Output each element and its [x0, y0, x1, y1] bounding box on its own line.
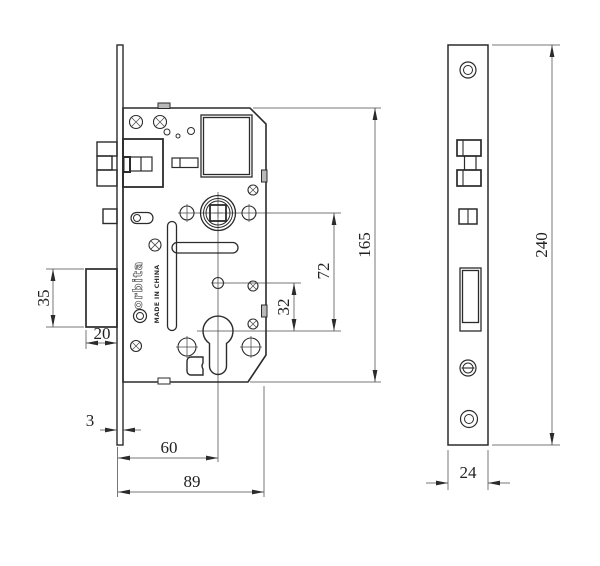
- fixing-screw-top-1: [128, 114, 144, 130]
- brand-text: orbita: [130, 261, 145, 309]
- origin-text: MADE IN CHINA: [154, 265, 161, 324]
- brand-stamp: orbita MADE IN CHINA: [130, 260, 161, 324]
- deadbolt-side: [85, 268, 118, 328]
- right-edge-tab-upper: [261, 169, 268, 183]
- latch-bolt-side: [96, 141, 118, 187]
- screw-boss-right-of-follower: [241, 204, 257, 222]
- screw-hole-bottom: [459, 409, 479, 429]
- top-edge-tab: [157, 102, 171, 109]
- cylinder-bracket: [186, 356, 204, 376]
- latch-bolt-front: [456, 139, 482, 187]
- t-guide-slot: [166, 220, 239, 332]
- deadbolt-opening-front: [459, 267, 482, 332]
- dim-label-backset: 60: [161, 438, 178, 457]
- brand-logo-icon: [132, 308, 148, 324]
- spindle-follower: [199, 194, 237, 232]
- dim-label-faceplate-width: 24: [460, 463, 478, 482]
- bottom-edge-tab: [157, 377, 171, 385]
- fixing-screw-right-lower: [247, 318, 259, 330]
- dim-label-faceplate-thickness: 3: [86, 411, 95, 430]
- guard-bolt-front: [458, 208, 478, 225]
- spring-box: [200, 114, 253, 178]
- dim-label-cylinder-to-screw: 32: [274, 299, 293, 316]
- pin-slot: [130, 211, 154, 225]
- right-edge-tab-lower: [261, 304, 268, 318]
- small-holes: [163, 127, 195, 139]
- front-view-faceplate: [447, 44, 489, 446]
- dim-label-deadbolt-height: 35: [34, 290, 53, 307]
- screw-hole-top: [459, 61, 477, 79]
- screw-boss-left-of-follower: [179, 204, 195, 222]
- slider-bar: [171, 157, 199, 169]
- fixing-screw-right-mid: [247, 280, 259, 292]
- fixing-screw-bottom-left: [129, 339, 143, 353]
- latch-mechanism-box: [122, 138, 164, 188]
- dim-label-case-depth: 89: [184, 472, 201, 491]
- slotted-screw: [459, 359, 477, 377]
- dim-label-faceplate-height: 240: [532, 232, 551, 258]
- faceplate-side: [116, 44, 124, 446]
- screw-boss-left-of-cylinder: [176, 336, 198, 358]
- fixing-screw-top-2: [152, 114, 168, 130]
- euro-cylinder-hole: [202, 315, 234, 376]
- guard-bolt-side: [102, 208, 118, 225]
- brand-logo-inner-icon: [136, 312, 144, 320]
- fixing-screw-mid-left: [148, 238, 162, 252]
- dim-label-bolt-throw: 20: [94, 324, 111, 343]
- dim-label-case-height: 165: [355, 232, 374, 258]
- faceplate-front: [447, 44, 489, 446]
- dim-label-handle-to-cylinder: 72: [314, 263, 333, 280]
- side-view-lock-case: orbita MADE IN CHINA: [85, 44, 341, 462]
- fixing-screw-right-upper: [247, 184, 259, 196]
- screw-boss-above-cylinder: [211, 276, 225, 290]
- dimension-annotations: 35 20 3 60 89 32 72 165 240: [34, 44, 560, 497]
- lock-case-outline: [122, 107, 267, 383]
- screw-boss-right-of-cylinder: [240, 336, 262, 358]
